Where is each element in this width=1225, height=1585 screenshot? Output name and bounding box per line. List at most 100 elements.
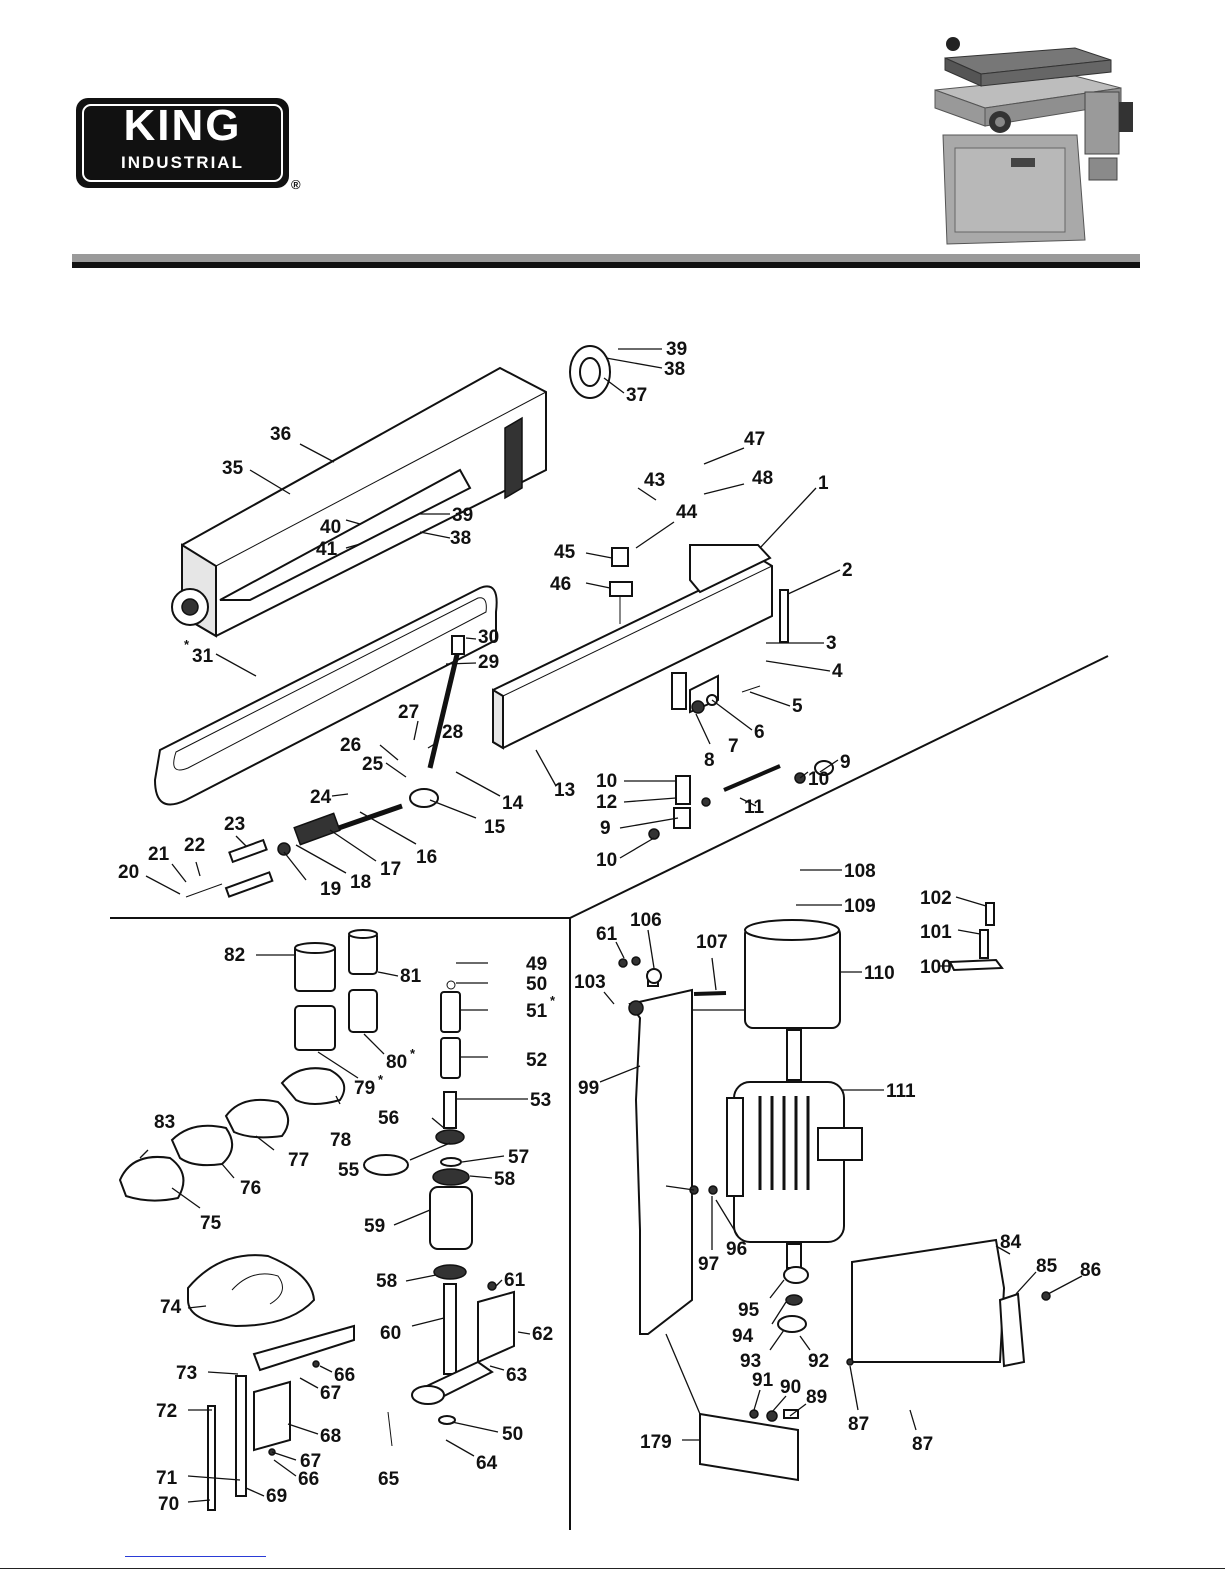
- callout-39: 39: [666, 339, 687, 360]
- motor-mount-plate-drawing: [618, 956, 727, 1335]
- callout-27: 27: [398, 702, 419, 723]
- callout-40: 40: [320, 517, 341, 538]
- dust-port-drawing: [569, 345, 611, 399]
- callout-77: 77: [288, 1150, 309, 1171]
- callout-18: 18: [350, 872, 371, 893]
- callout-31: 31: [192, 646, 214, 667]
- callout-48: 48: [752, 468, 773, 489]
- callout-50: 50: [502, 1424, 523, 1445]
- belt-housing-drawing: [171, 366, 547, 638]
- callout-85: 85: [1036, 1256, 1058, 1277]
- machine-photo: [925, 30, 1140, 248]
- callout-71: 71: [156, 1468, 178, 1489]
- callout-100: 100: [920, 957, 952, 978]
- callout-31-asterisk: *: [184, 637, 190, 652]
- callout-53: 53: [530, 1090, 551, 1111]
- callout-103: 103: [574, 972, 606, 993]
- motor-base-drawing: [699, 1409, 799, 1482]
- callout-49: 49: [526, 954, 547, 975]
- callout-61: 61: [596, 924, 618, 945]
- section-separators: [110, 655, 1109, 1530]
- callout-52: 52: [526, 1050, 547, 1071]
- fence-drawing: [492, 544, 789, 750]
- callout-44: 44: [676, 502, 698, 523]
- callout-25: 25: [362, 754, 384, 775]
- callout-94: 94: [732, 1326, 754, 1347]
- callout-28: 28: [442, 722, 463, 743]
- callout-107: 107: [696, 932, 728, 953]
- callout-79: 79: [354, 1078, 375, 1099]
- callout-36: 36: [270, 424, 291, 445]
- callout-110: 110: [864, 963, 895, 984]
- callout-10: 10: [808, 769, 829, 790]
- callout-89: 89: [806, 1387, 827, 1408]
- leader-lines: [139, 348, 1083, 1503]
- callout-109: 109: [844, 896, 876, 917]
- callout-67: 67: [300, 1451, 321, 1472]
- motor-drawing: [689, 919, 863, 1333]
- callout-14: 14: [502, 793, 524, 814]
- callout-50: 50: [526, 974, 547, 995]
- callout-51: 51: [526, 1001, 548, 1022]
- callout-79-asterisk: *: [378, 1072, 384, 1087]
- callout-13: 13: [554, 780, 575, 801]
- callout-5: 5: [792, 696, 803, 717]
- callout-7: 7: [728, 736, 739, 757]
- spindle-shaft-drawing: [363, 1091, 473, 1375]
- table-plate-drawing: [187, 1254, 316, 1328]
- callout-84: 84: [1000, 1232, 1022, 1253]
- callout-62: 62: [532, 1324, 553, 1345]
- callout-43: 43: [644, 470, 665, 491]
- callout-30: 30: [478, 627, 499, 648]
- callout-1: 1: [818, 473, 829, 494]
- callout-45: 45: [554, 542, 576, 563]
- callout-80-asterisk: *: [410, 1046, 416, 1061]
- table-inserts-drawing: [118, 1067, 346, 1202]
- part-number-callouts: 39 38 37 36 35 40 41 39 38 47 48 43 44 4…: [118, 339, 1101, 1515]
- footer-link-underline[interactable]: [125, 1556, 266, 1557]
- callout-8: 8: [704, 750, 715, 771]
- callout-59: 59: [364, 1216, 385, 1237]
- callout-15: 15: [484, 817, 506, 838]
- callout-51-asterisk: *: [550, 993, 556, 1008]
- callout-57: 57: [508, 1147, 529, 1168]
- callout-108: 108: [844, 861, 876, 882]
- logo-wordmark: KING: [123, 101, 242, 150]
- callout-56: 56: [378, 1108, 399, 1129]
- footer-rule: [0, 1568, 1225, 1569]
- callout-69: 69: [266, 1486, 287, 1507]
- callout-17: 17: [380, 859, 401, 880]
- callout-9: 9: [600, 818, 611, 839]
- callout-38: 38: [664, 359, 685, 380]
- callout-12: 12: [596, 792, 617, 813]
- callout-2: 2: [842, 560, 853, 581]
- callout-10: 10: [596, 850, 617, 871]
- callout-111: 111: [886, 1081, 916, 1102]
- callout-87: 87: [912, 1434, 933, 1455]
- callout-95: 95: [738, 1300, 760, 1321]
- callout-16: 16: [416, 847, 437, 868]
- callout-66: 66: [334, 1365, 355, 1386]
- callout-73: 73: [176, 1363, 197, 1384]
- callout-97: 97: [698, 1254, 719, 1275]
- callout-3: 3: [826, 633, 837, 654]
- callout-41: 41: [316, 539, 338, 560]
- callout-67: 67: [320, 1383, 341, 1404]
- callout-83: 83: [154, 1112, 175, 1133]
- callout-76: 76: [240, 1178, 261, 1199]
- callout-11: 11: [744, 797, 765, 818]
- callout-23: 23: [224, 814, 245, 835]
- callout-4: 4: [832, 661, 843, 682]
- callout-72: 72: [156, 1401, 177, 1422]
- callout-20: 20: [118, 862, 139, 883]
- callout-81: 81: [400, 966, 422, 987]
- callout-65: 65: [378, 1469, 400, 1490]
- callout-99: 99: [578, 1078, 599, 1099]
- callout-106: 106: [630, 910, 662, 931]
- callout-74: 74: [160, 1297, 182, 1318]
- callout-93: 93: [740, 1351, 761, 1372]
- callout-29: 29: [478, 652, 499, 673]
- callout-101: 101: [920, 922, 952, 943]
- callout-26: 26: [340, 735, 361, 756]
